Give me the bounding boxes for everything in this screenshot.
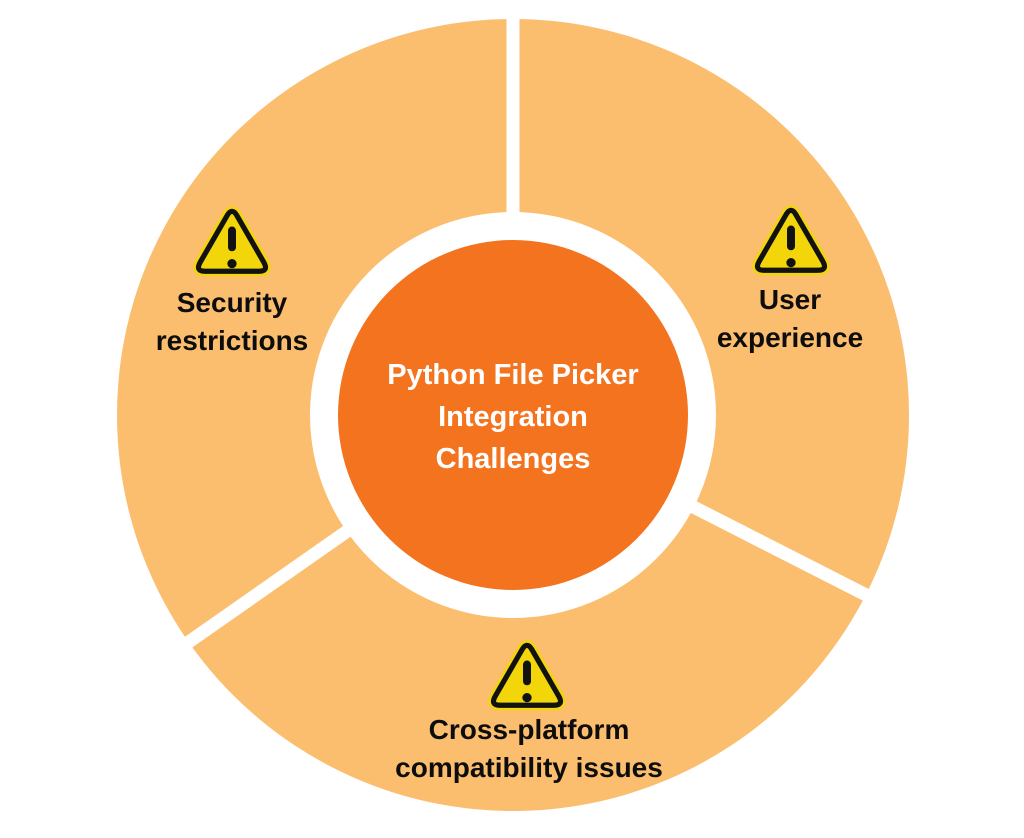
center-circle xyxy=(338,240,688,590)
warning-icon-security xyxy=(192,205,272,280)
segment-label-user-experience: User experience xyxy=(717,281,863,357)
center-title-line: Challenges xyxy=(435,443,591,475)
divider-bottom-right xyxy=(679,495,877,605)
divider-bottom-left xyxy=(177,518,362,653)
segment-label-line: User xyxy=(758,284,822,315)
center-title: Python File Picker Integration Challenge… xyxy=(387,354,638,480)
segment-label-line: experience xyxy=(716,322,864,353)
center-title-line: Python File Picker xyxy=(387,359,639,391)
segment-label-line: compatibility issues xyxy=(395,752,663,783)
segment-label-security-restrictions: Security restrictions xyxy=(156,284,309,360)
center-title-line: Integration xyxy=(438,401,588,433)
outer-ring xyxy=(117,19,909,811)
warning-icon-user-experience xyxy=(751,204,831,279)
segment-label-cross-platform-compatibility: Cross-platform compatibility issues xyxy=(395,711,663,787)
segment-label-line: Cross-platform xyxy=(428,714,630,745)
segment-label-line: restrictions xyxy=(155,325,309,356)
segment-label-line: Security xyxy=(176,287,288,318)
warning-icon-cross-platform xyxy=(487,639,567,714)
